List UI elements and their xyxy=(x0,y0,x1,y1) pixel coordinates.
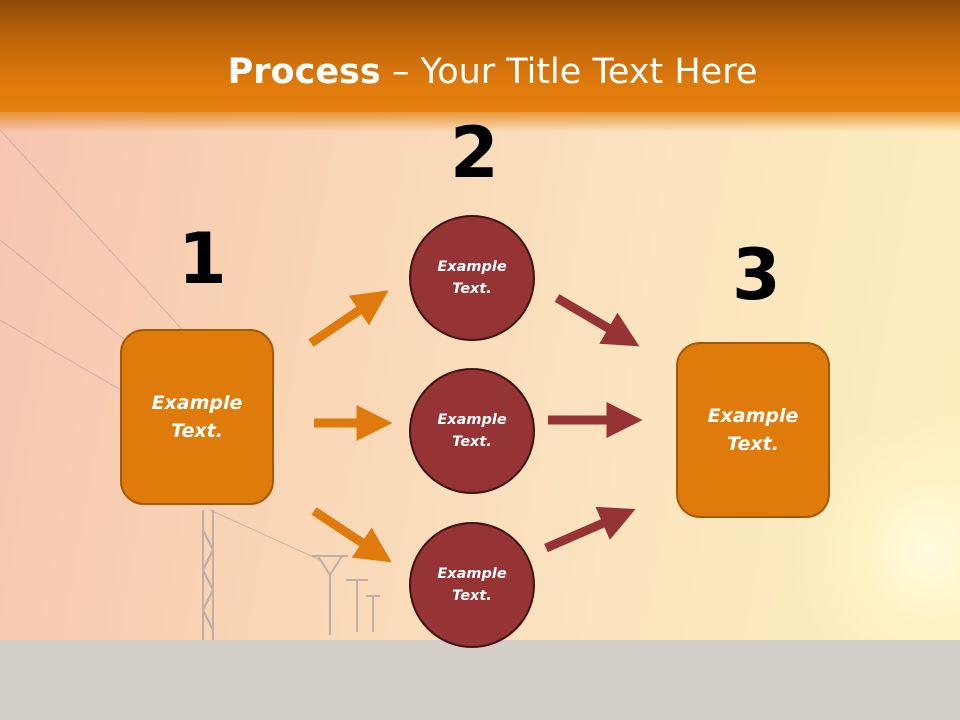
process-box-right[interactable]: Example Text. xyxy=(676,342,830,518)
process-box-right-label: Example Text. xyxy=(707,404,799,456)
process-box-left[interactable]: Example Text. xyxy=(120,329,274,505)
step-number-2: 2 xyxy=(450,112,499,194)
process-circle-top-label: Example Text. xyxy=(437,258,507,297)
process-circle-middle-label: Example Text. xyxy=(437,411,507,450)
arrow-bottom-to-right xyxy=(544,506,636,553)
step-number-1: 1 xyxy=(178,218,227,300)
title-bold-part: Process xyxy=(227,52,381,92)
pylon-icon xyxy=(312,555,380,635)
arrow-left-to-top xyxy=(308,290,389,347)
title-bar-fade xyxy=(0,108,960,132)
ground-silhouette xyxy=(0,640,960,720)
step-number-3: 3 xyxy=(732,234,781,316)
pylon-icon xyxy=(202,510,214,640)
wire-line xyxy=(0,129,211,361)
process-circle-bottom-label: Example Text. xyxy=(437,565,507,604)
arrow-left-to-bottom xyxy=(311,507,392,563)
process-circle-middle[interactable]: Example Text. xyxy=(409,368,535,494)
wire-line xyxy=(209,509,321,561)
arrow-top-to-right xyxy=(554,294,640,347)
process-circle-top[interactable]: Example Text. xyxy=(409,215,535,341)
title-rest-part: – Your Title Text Here xyxy=(380,52,758,92)
process-box-left-label: Example Text. xyxy=(151,391,243,443)
page-title: Process – Your Title Text Here xyxy=(0,52,960,92)
title-bar xyxy=(0,0,960,112)
process-circle-bottom[interactable]: Example Text. xyxy=(409,522,535,648)
